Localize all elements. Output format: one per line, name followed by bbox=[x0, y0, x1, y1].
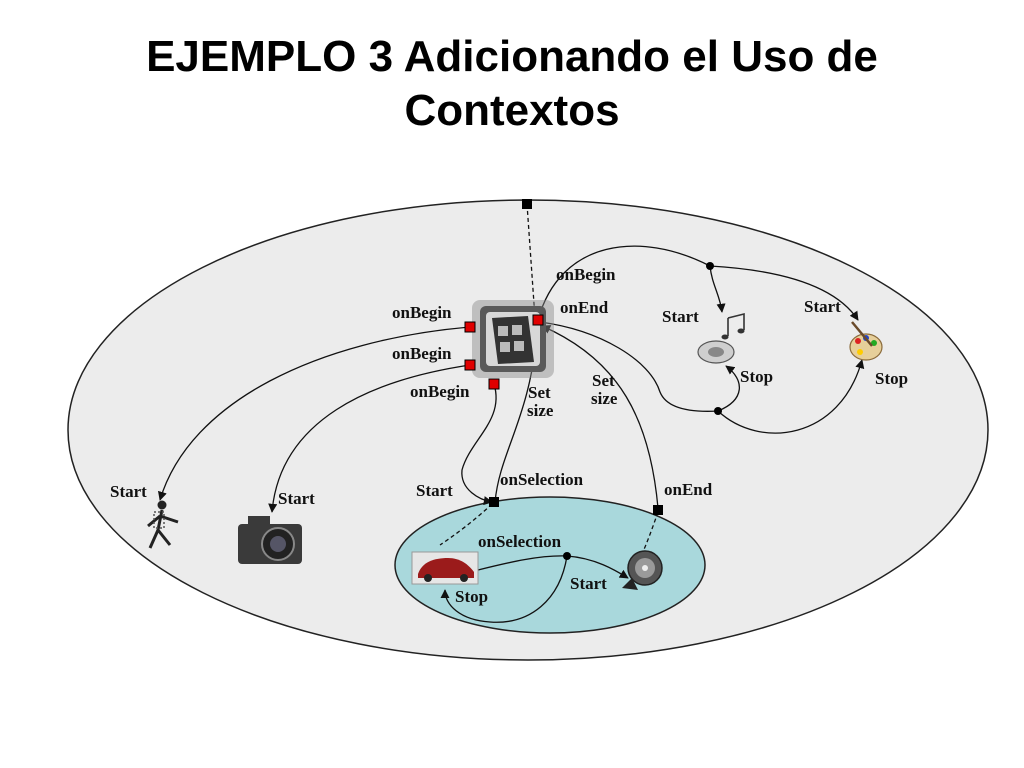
edge-fork-to-music bbox=[709, 265, 726, 313]
edge-fork-to-car-stop bbox=[440, 555, 568, 623]
label-onselection-context: onSelection bbox=[500, 470, 584, 489]
edge-film-to-join bbox=[539, 321, 719, 412]
edge-join-to-music-stop bbox=[717, 365, 741, 412]
label-size-2: size bbox=[591, 389, 618, 408]
edge-top-to-film bbox=[526, 203, 539, 319]
edge-join-to-palette-stop bbox=[717, 359, 865, 434]
title-line-2: Contextos bbox=[404, 86, 620, 135]
fork-dot-inner bbox=[563, 552, 571, 560]
port-top-black[interactable] bbox=[522, 199, 532, 209]
label-stop-palette: Stop bbox=[875, 369, 908, 388]
inner-context-ellipse bbox=[394, 496, 706, 634]
speaker-icon[interactable] bbox=[697, 340, 735, 364]
port-context-start[interactable] bbox=[489, 497, 499, 507]
edge-setsize-2 bbox=[541, 325, 659, 509]
label-onbegin-left3: onBegin bbox=[410, 382, 470, 401]
runner-icon[interactable] bbox=[147, 500, 179, 549]
label-onbegin-left1: onBegin bbox=[392, 303, 452, 322]
music-note-icon[interactable] bbox=[721, 312, 745, 340]
label-onend-top: onEnd bbox=[560, 298, 609, 317]
label-size-1: size bbox=[527, 401, 554, 420]
film-reel-icon[interactable] bbox=[472, 300, 554, 378]
edge-context-dashed bbox=[439, 503, 493, 546]
label-set-1: Set bbox=[528, 383, 551, 402]
edge-left1-to-runner bbox=[158, 326, 471, 501]
port-film-left2[interactable] bbox=[464, 359, 476, 371]
slide-title: EJEMPLO 3 Adicionando el Uso de Contexto… bbox=[0, 30, 1024, 138]
port-film-bottom[interactable] bbox=[488, 378, 500, 390]
edge-car-to-fork bbox=[477, 555, 568, 571]
cd-icon[interactable] bbox=[622, 550, 663, 590]
port-film-left1[interactable] bbox=[464, 321, 476, 333]
camera-icon[interactable] bbox=[238, 516, 302, 564]
title-line-1: EJEMPLO 3 Adicionando el Uso de bbox=[146, 32, 878, 81]
fork-dot-top bbox=[706, 262, 714, 270]
edge-left3-to-context bbox=[461, 383, 497, 506]
edge-left2-to-camera bbox=[268, 364, 471, 513]
edge-fork-to-cd bbox=[566, 555, 629, 579]
label-onbegin-left2: onBegin bbox=[392, 344, 452, 363]
label-start-music: Start bbox=[662, 307, 699, 326]
paint-palette-icon[interactable] bbox=[849, 321, 883, 361]
label-start-context: Start bbox=[416, 481, 453, 500]
edge-fork-to-palette bbox=[709, 265, 859, 321]
label-start-palette: Start bbox=[804, 297, 841, 316]
edge-inner-end-dashed bbox=[639, 511, 659, 559]
car-icon[interactable] bbox=[411, 551, 479, 585]
label-onbegin-top: onBegin bbox=[556, 265, 616, 284]
label-start-camera: Start bbox=[278, 489, 315, 508]
label-set-2: Set bbox=[592, 371, 615, 390]
port-film-right[interactable] bbox=[532, 314, 544, 326]
label-stop-inner: Stop bbox=[455, 587, 488, 606]
edge-film-to-fork bbox=[537, 245, 711, 321]
port-context-end[interactable] bbox=[653, 505, 663, 515]
label-onend-context: onEnd bbox=[664, 480, 713, 499]
label-start-runner: Start bbox=[110, 482, 147, 501]
join-dot-right bbox=[714, 407, 722, 415]
label-onselection-inner: onSelection bbox=[478, 532, 562, 551]
label-start-inner: Start bbox=[570, 574, 607, 593]
label-stop-music: Stop bbox=[740, 367, 773, 386]
